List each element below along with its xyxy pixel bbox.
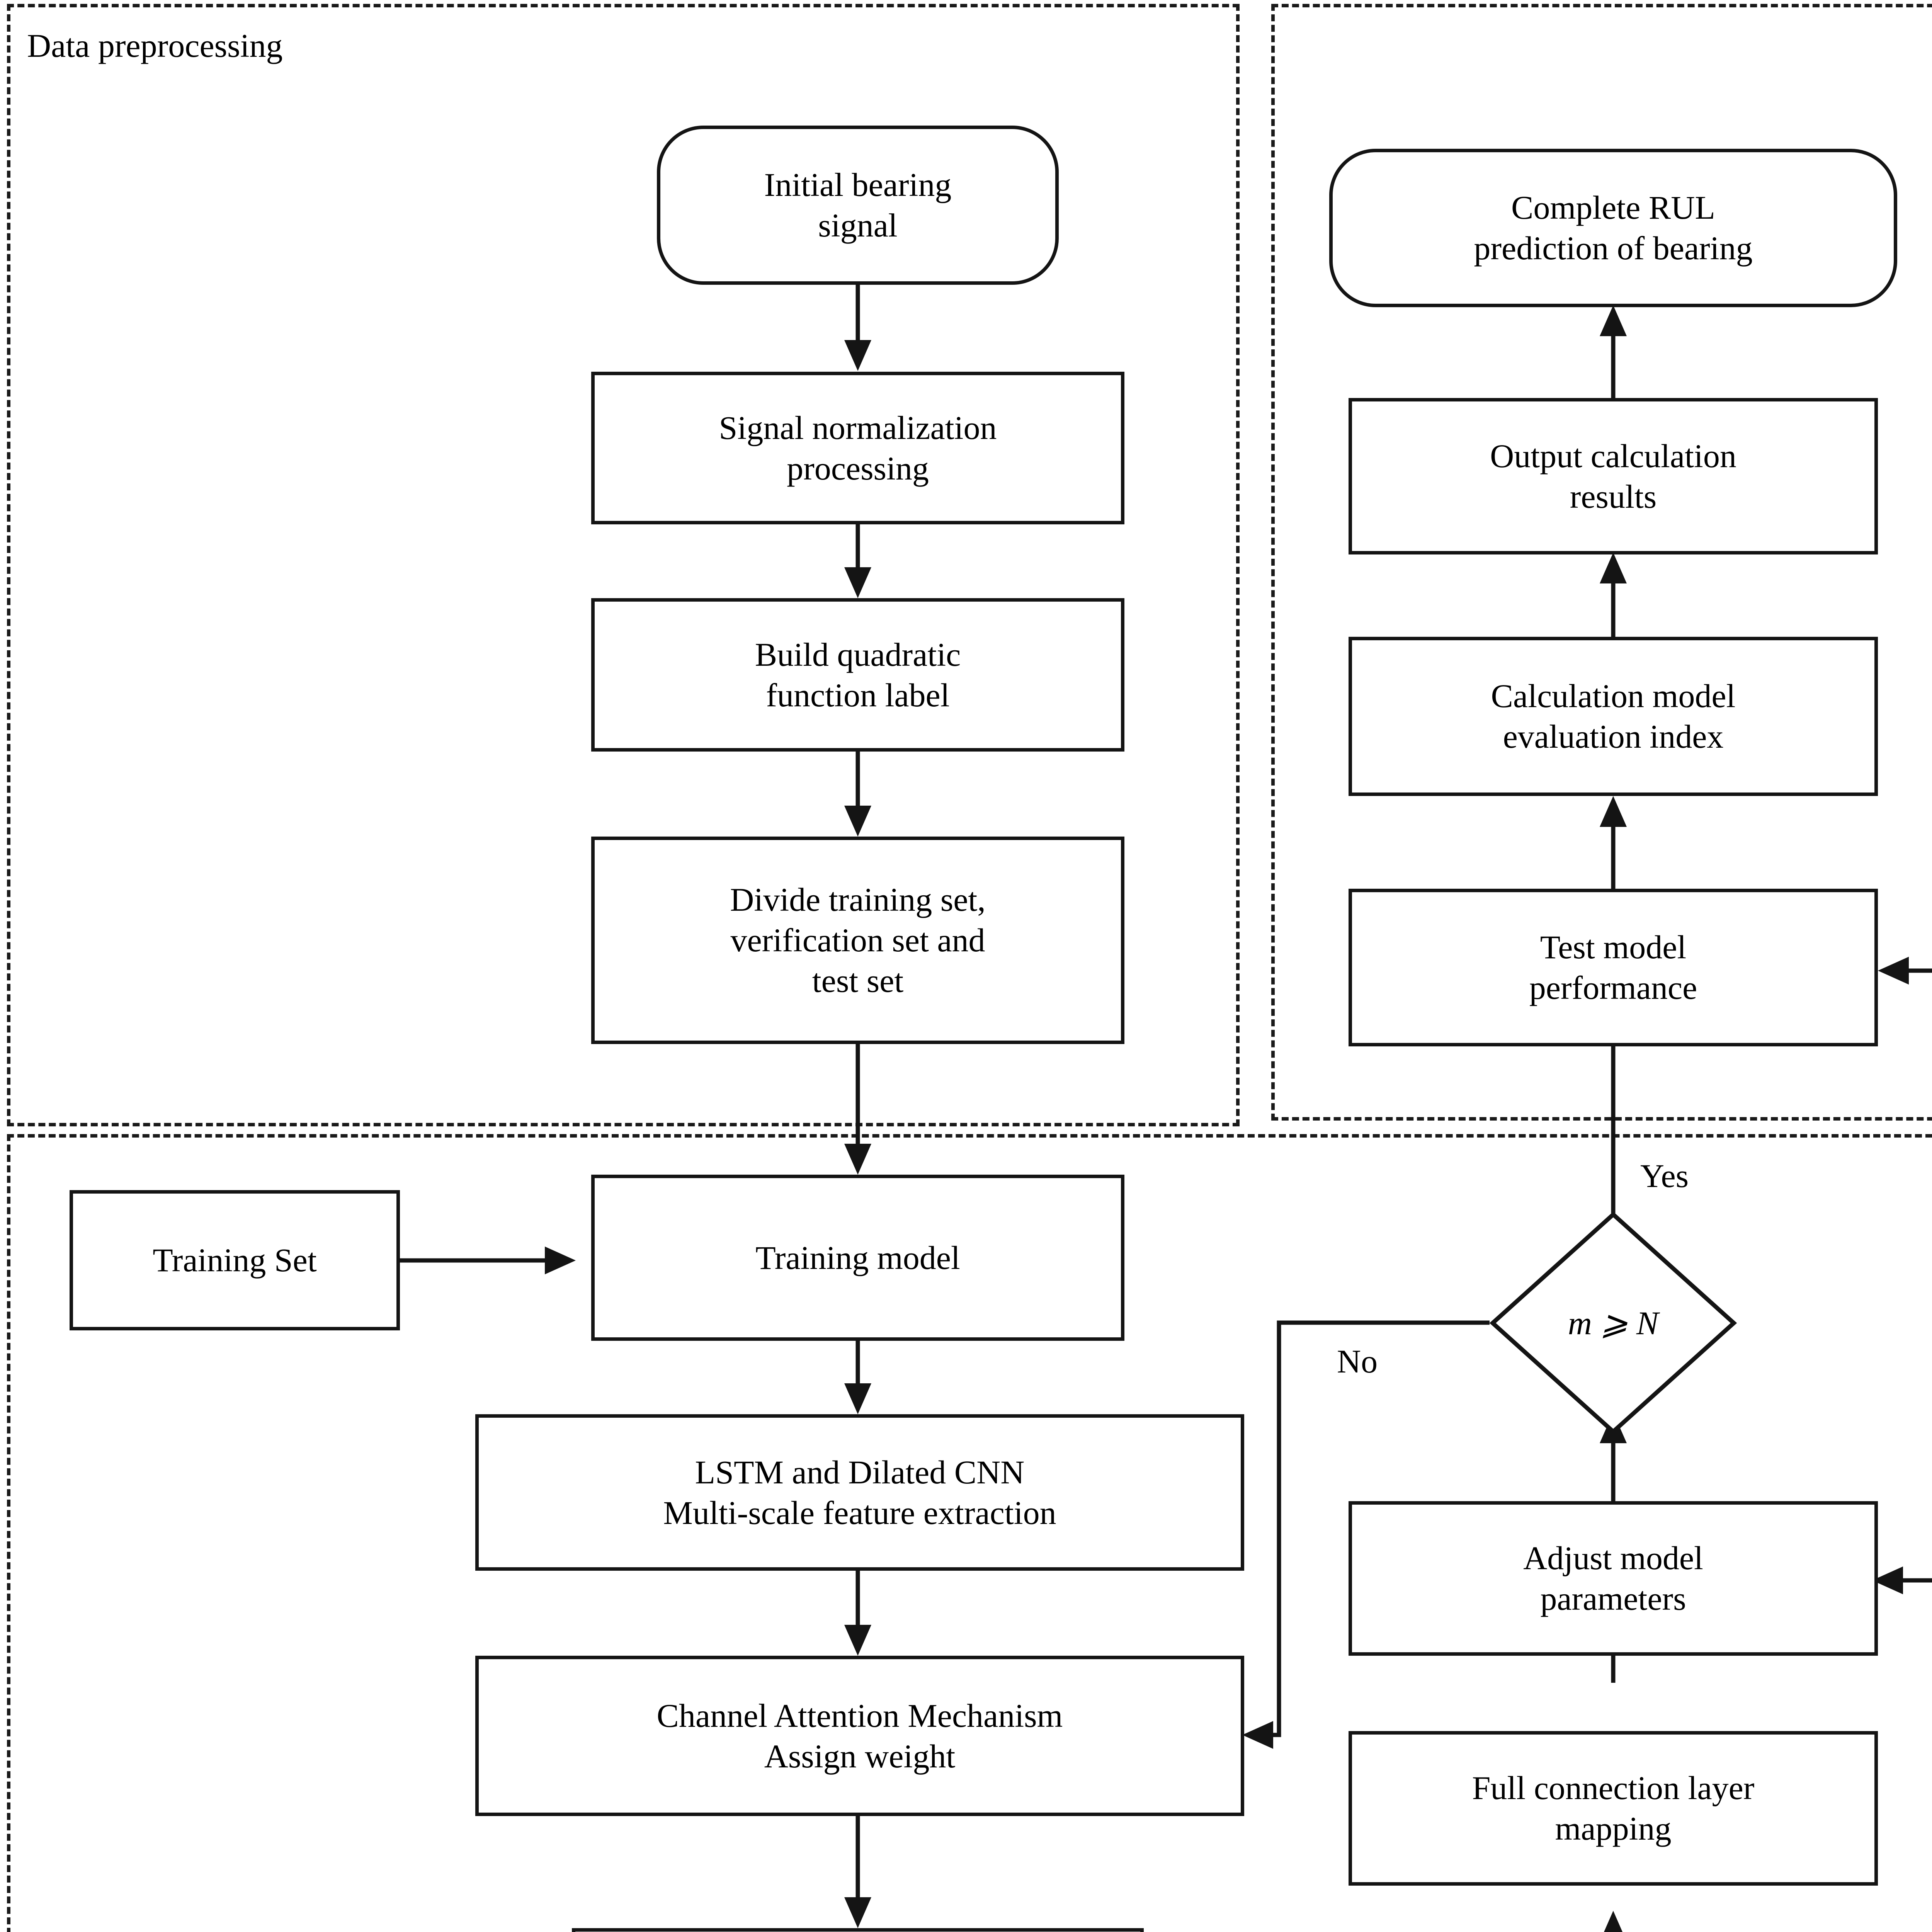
region-data-preprocessing (7, 4, 1240, 1126)
decision-label: m ⩾ N (1568, 1304, 1659, 1342)
node-build-quadratic-function-label[interactable]: Build quadratic function label (591, 598, 1124, 752)
node-training-model[interactable]: Training model (591, 1175, 1124, 1341)
node-label: Training model (755, 1239, 960, 1276)
node-label: Adjust model parameters (1523, 1539, 1703, 1617)
node-label: Full connection layer mapping (1472, 1769, 1755, 1847)
node-label: Training Set (153, 1242, 317, 1279)
edge-label-no: No (1337, 1343, 1378, 1380)
node-label: Signal normalization processing (719, 409, 997, 487)
node-complete-rul-prediction[interactable]: Complete RUL prediction of bearing (1329, 149, 1897, 307)
edge-label-yes: Yes (1640, 1157, 1689, 1194)
node-training-set[interactable]: Training Set (70, 1190, 400, 1330)
region-network-model-training (7, 1134, 1932, 1932)
node-channel-attention-mechanism[interactable]: Channel Attention Mechanism Assign weigh… (475, 1656, 1244, 1816)
node-label: Build quadratic function label (755, 636, 961, 714)
node-lstm-dilated-cnn[interactable]: LSTM and Dilated CNN Multi-scale feature… (475, 1414, 1244, 1571)
region-simulation-test (1271, 4, 1932, 1121)
node-signal-normalization-processing[interactable]: Signal normalization processing (591, 372, 1124, 524)
node-divide-sets[interactable]: Divide training set, verification set an… (591, 837, 1124, 1044)
node-adjust-model-parameters[interactable]: Adjust model parameters (1349, 1501, 1878, 1656)
node-initial-bearing-signal[interactable]: Initial bearing signal (657, 126, 1059, 285)
node-decision-m-ge-n[interactable]: m ⩾ N (1490, 1211, 1737, 1435)
node-label: Initial bearing signal (764, 166, 952, 244)
node-label: Output calculation results (1490, 437, 1736, 515)
node-label: LSTM and Dilated CNN Multi-scale feature… (663, 1453, 1056, 1531)
node-calculation-model-evaluation-index[interactable]: Calculation model evaluation index (1349, 637, 1878, 796)
node-test-model-performance[interactable]: Test model performance (1349, 889, 1878, 1046)
node-output-calculation-results[interactable]: Output calculation results (1349, 398, 1878, 554)
node-label: Channel Attention Mechanism Assign weigh… (656, 1697, 1063, 1775)
diamond-shape (1490, 1211, 1737, 1435)
region-label-data-preprocessing: Data preprocessing (27, 27, 283, 64)
node-label: Complete RUL prediction of bearing (1474, 189, 1753, 267)
node-label: Divide training set, verification set an… (730, 881, 986, 999)
node-full-connection-layer-mapping[interactable]: Full connection layer mapping (1349, 1731, 1878, 1886)
node-bearing-degradation-characteristics[interactable]: Bearing degradation characteristics (572, 1928, 1144, 1932)
node-label: Test model performance (1529, 929, 1697, 1006)
node-label: Calculation model evaluation index (1491, 677, 1736, 755)
